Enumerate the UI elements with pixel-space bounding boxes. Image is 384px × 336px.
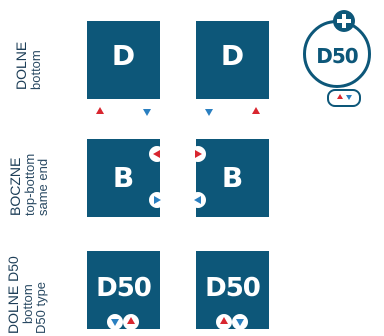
tile-b-right[interactable]: B (190, 139, 269, 217)
tile-d50-right[interactable]: D50 (196, 251, 269, 330)
blue-down-marker (139, 104, 155, 120)
row-subtitle: top-bottom (21, 153, 37, 216)
tile-b-left[interactable]: B (87, 139, 165, 217)
blue-down-marker (232, 314, 248, 330)
tile-letter: D (220, 39, 245, 72)
row-label-boczne: BOCZNE top-bottom same end (7, 153, 51, 216)
blue-left-marker (190, 192, 206, 208)
row-label-dolne-d50: DOLNE D50 bottom D50 type (5, 256, 49, 334)
tile-d-left[interactable]: D (87, 21, 160, 120)
tile-letter: B (112, 161, 135, 194)
row-title: BOCZNE (7, 157, 23, 216)
row-title: DOLNE D50 (5, 256, 21, 334)
tile-letter: B (221, 161, 244, 194)
d50-icon-label: D50 (316, 44, 358, 68)
row-subtitle: bottom (19, 284, 35, 324)
d50-marker-pill (327, 89, 361, 107)
row-label-dolne: DOLNE bottom (13, 41, 43, 90)
tile-letter: D50 (205, 273, 261, 303)
blue-down-marker (107, 314, 123, 330)
red-up-marker (92, 104, 108, 120)
tile-letter: D50 (96, 273, 152, 303)
row-subtitle-2: same end (35, 158, 51, 216)
row-title: DOLNE (13, 41, 29, 90)
red-up-marker (216, 314, 232, 330)
red-up-marker (123, 314, 139, 330)
row-subtitle: bottom (27, 50, 43, 90)
tile-letter: D (111, 39, 136, 72)
red-right-marker (190, 146, 206, 162)
row-subtitle-2: D50 type (33, 281, 49, 334)
plus-icon[interactable] (333, 10, 355, 32)
blue-down-marker (201, 104, 217, 120)
tile-d50-left[interactable]: D50 (87, 251, 160, 330)
red-left-marker (149, 146, 165, 162)
tile-d-right[interactable]: D (196, 21, 269, 120)
blue-right-marker (149, 192, 165, 208)
red-up-marker (248, 104, 264, 120)
